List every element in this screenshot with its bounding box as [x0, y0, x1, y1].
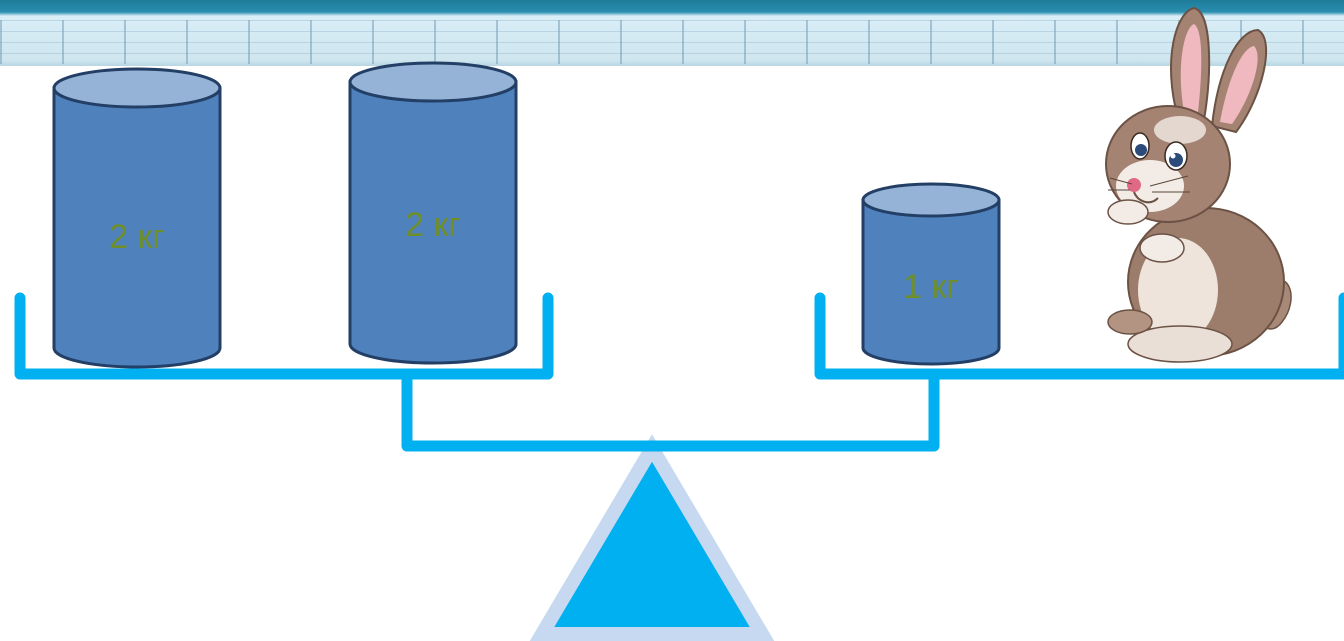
weight-cylinder-2: 2 кг — [348, 61, 518, 365]
fulcrum-triangle — [529, 434, 775, 641]
weight-cylinder-1: 2 кг — [52, 67, 222, 369]
header-grid-pattern — [0, 20, 1344, 64]
bunny-icon — [1105, 6, 1292, 363]
left-pan — [14, 292, 554, 380]
header-bar — [0, 0, 1344, 66]
lower-beam — [401, 372, 940, 452]
weight-label-3: 1 кг — [903, 268, 959, 306]
weight-cylinder-3: 1 кг — [861, 182, 1001, 366]
weight-label-1: 2 кг — [109, 218, 165, 256]
weight-label-2: 2 кг — [405, 206, 461, 244]
right-pan — [814, 292, 1344, 380]
